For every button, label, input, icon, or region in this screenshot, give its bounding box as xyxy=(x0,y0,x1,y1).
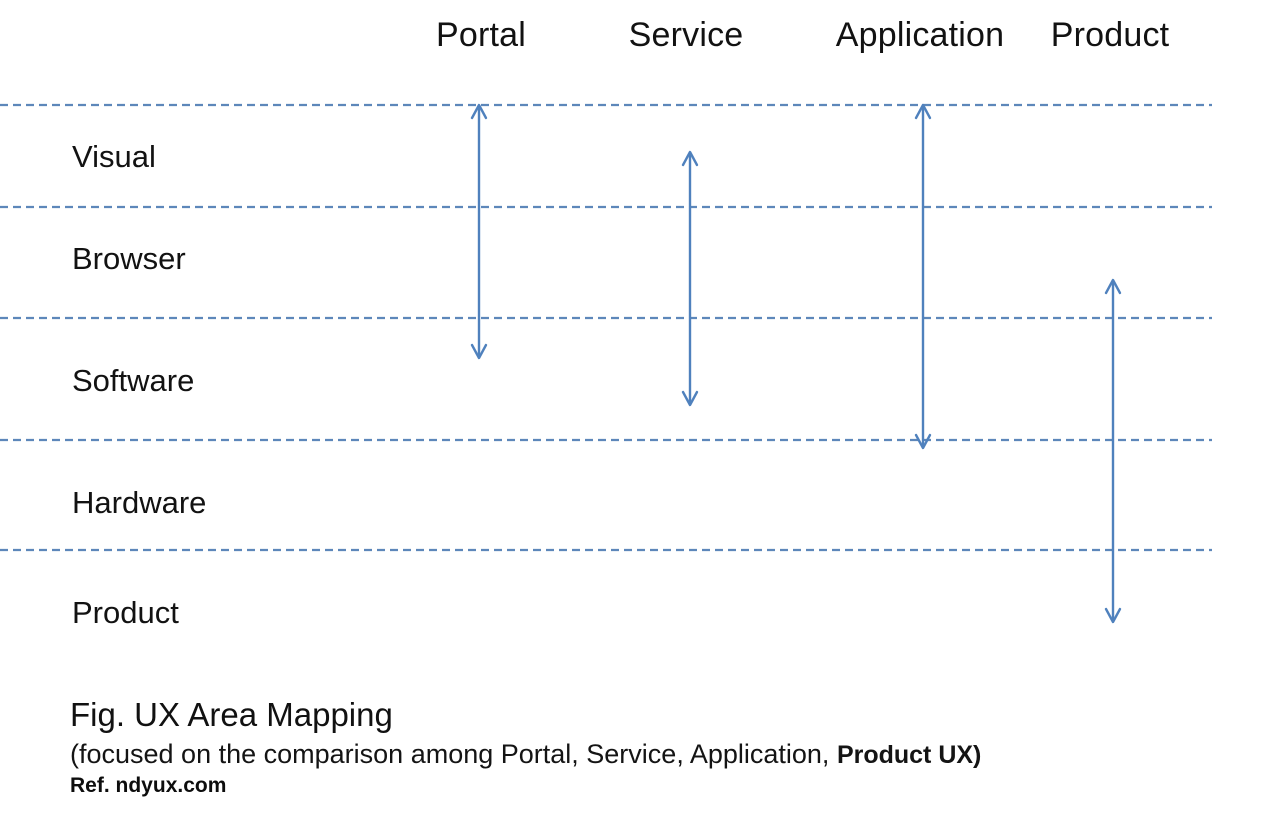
portal-span-arrow xyxy=(470,103,488,360)
service-span-arrow xyxy=(681,150,699,407)
row-label-visual: Visual xyxy=(72,139,156,174)
figure-reference: Ref. ndyux.com xyxy=(70,773,981,799)
reference-domain: ndyux.com xyxy=(115,774,227,797)
column-header-product: Product xyxy=(1050,16,1170,54)
column-header-application: Application xyxy=(835,16,1005,54)
reference-label: Ref. xyxy=(70,774,110,797)
figure-title: Fig. UX Area Mapping xyxy=(70,696,393,733)
row-label-browser: Browser xyxy=(72,241,186,276)
application-span-arrow xyxy=(914,103,932,450)
figure-subtitle-bold: Product UX) xyxy=(836,741,982,769)
row-label-product: Product xyxy=(72,595,179,630)
row-label-hardware: Hardware xyxy=(72,485,207,520)
figure-caption: Fig. UX Area Mapping (focused on the com… xyxy=(70,694,981,799)
row-label-software: Software xyxy=(72,363,195,398)
column-header-service: Service xyxy=(628,16,744,54)
product-span-arrow xyxy=(1104,278,1122,624)
figure-subtitle-regular: (focused on the comparison among Portal,… xyxy=(70,739,830,769)
column-header-portal: Portal xyxy=(435,16,527,54)
figure-subtitle: (focused on the comparison among Portal,… xyxy=(70,736,981,773)
